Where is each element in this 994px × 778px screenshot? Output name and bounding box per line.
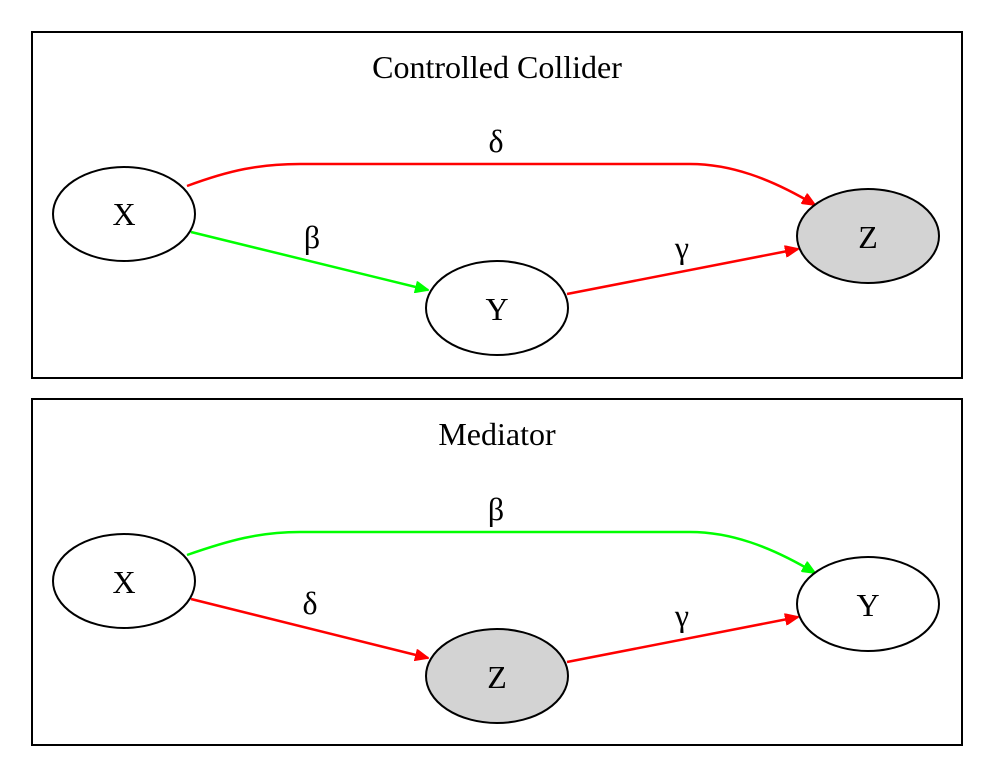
edge-label-gamma: γ — [674, 597, 689, 633]
node-label: Z — [487, 659, 507, 695]
node-ellipse — [52, 533, 196, 629]
cluster-controlled-collider: Controlled Collider δ β γ X Y Z — [31, 31, 963, 379]
cluster-mediator: Mediator β δ γ X Z Y — [31, 398, 963, 746]
node-label: Y — [485, 291, 508, 327]
edge-z-to-y: γ — [566, 597, 798, 664]
edge-label-delta: δ — [302, 585, 317, 621]
node-x: X — [52, 166, 196, 262]
edge-label-beta: β — [304, 219, 320, 255]
edge-x-to-z: δ — [190, 585, 428, 658]
cluster-title: Mediator — [438, 416, 556, 452]
edge-line — [566, 617, 798, 664]
edge-line — [190, 597, 428, 658]
cluster-border — [31, 398, 963, 746]
node-x: X — [52, 533, 196, 629]
edge-x-to-y: β — [190, 219, 428, 290]
node-label: Z — [858, 219, 878, 255]
node-label: X — [112, 564, 135, 600]
node-ellipse — [796, 188, 940, 284]
cluster-title: Controlled Collider — [372, 49, 622, 85]
node-ellipse — [425, 260, 569, 356]
edge-y-to-z: γ — [566, 229, 798, 296]
cluster-border — [31, 31, 963, 379]
node-y: Y — [425, 260, 569, 356]
node-z: Z — [425, 628, 569, 724]
node-ellipse — [52, 166, 196, 262]
edge-label-delta: δ — [488, 123, 503, 159]
edge-label-beta: β — [488, 491, 504, 527]
node-z: Z — [796, 188, 940, 284]
node-ellipse — [796, 556, 940, 652]
edge-label-gamma: γ — [674, 229, 689, 265]
edge-line — [190, 230, 428, 290]
edge-line — [186, 530, 815, 573]
node-ellipse — [425, 628, 569, 724]
node-y: Y — [796, 556, 940, 652]
edge-line — [566, 249, 798, 296]
edge-x-to-z: δ — [186, 123, 815, 205]
node-label: Y — [856, 587, 879, 623]
edge-x-to-y: β — [186, 491, 815, 573]
edge-line — [186, 162, 815, 205]
node-label: X — [112, 196, 135, 232]
